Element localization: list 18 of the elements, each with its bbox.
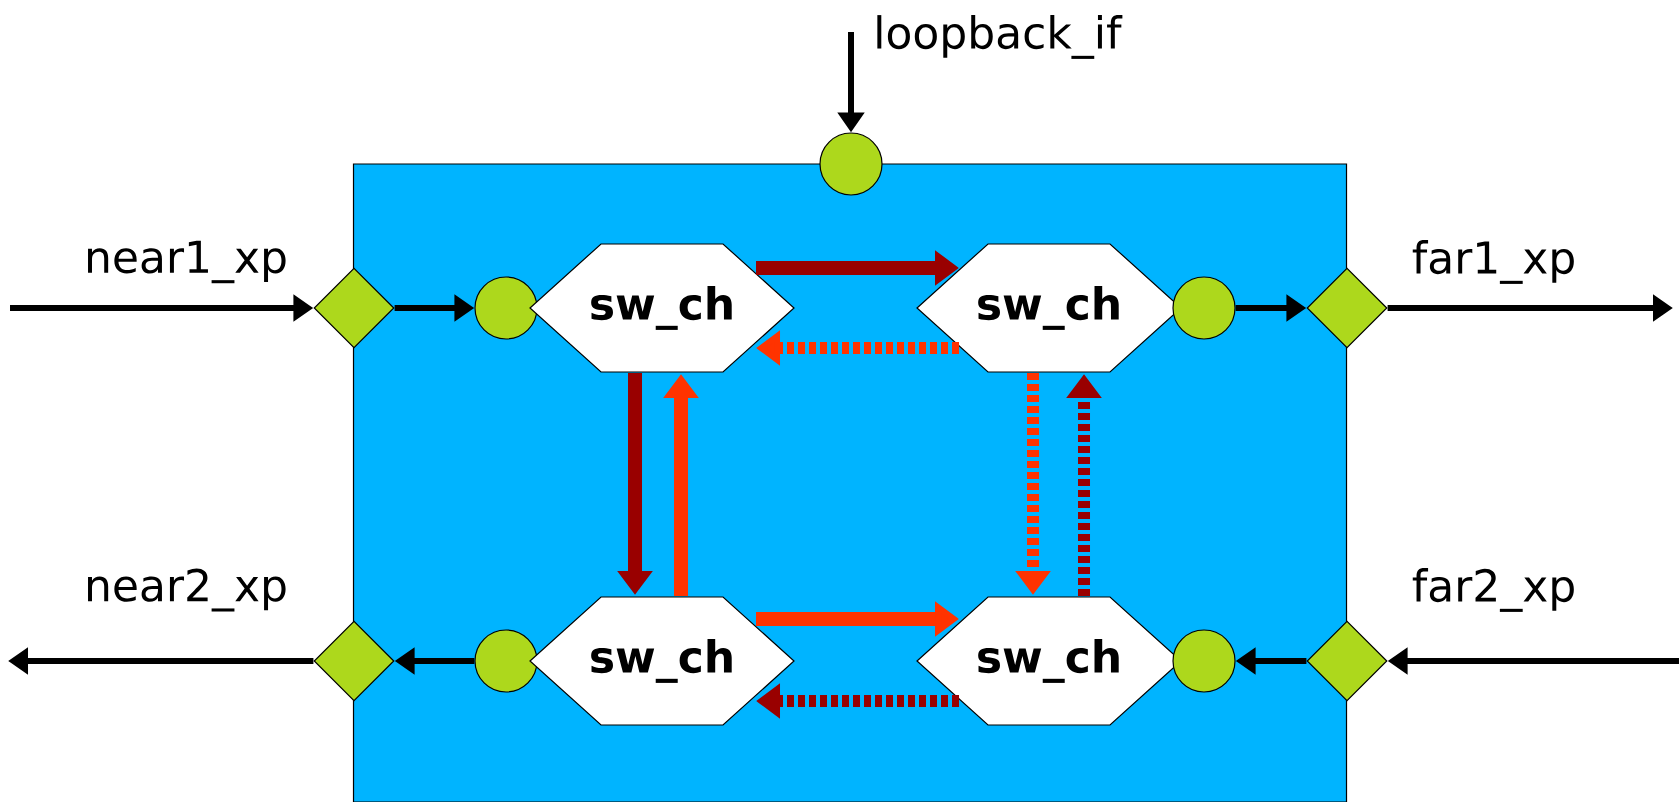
hexagon-box: sw_ch <box>529 596 795 726</box>
port-diamond <box>1306 620 1388 702</box>
edge-label: far2_xp <box>1412 568 1574 612</box>
edge-label: far1_xp <box>1412 240 1574 284</box>
hexagon-box: sw_ch <box>529 243 795 373</box>
port-circle <box>474 276 538 340</box>
edge-label: loopback_if <box>877 15 1123 59</box>
hexagon-box: sw_ch <box>916 243 1182 373</box>
port-diamond <box>313 267 395 349</box>
hexagon-box: sw_ch <box>916 596 1182 726</box>
port-diamond <box>1306 267 1388 349</box>
edge-label: near2_xp <box>88 568 286 612</box>
port-circle <box>1172 276 1236 340</box>
port-circle <box>474 629 538 693</box>
port-circle <box>1172 629 1236 693</box>
port-diamond <box>313 620 395 702</box>
port-circle <box>819 132 883 196</box>
edge-label: near1_xp <box>88 240 286 284</box>
